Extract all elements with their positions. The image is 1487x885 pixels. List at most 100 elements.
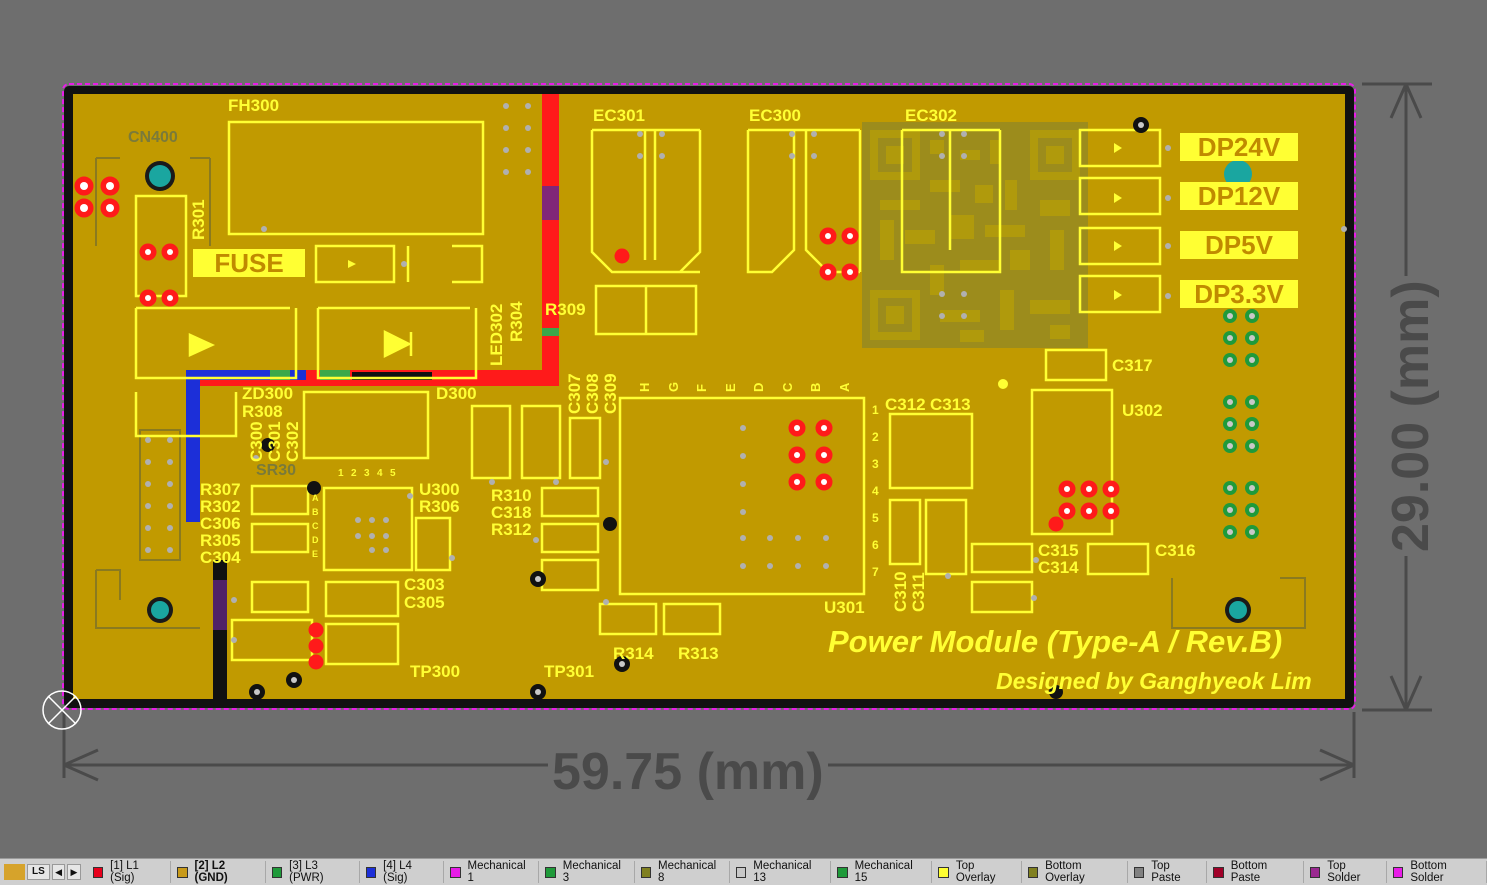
layer-tab-label: Mechanical 13 (753, 860, 812, 884)
label-r314: R314 (613, 644, 654, 663)
label-ec301: EC301 (593, 106, 645, 125)
label-r313: R313 (678, 644, 719, 663)
layer-color-swatch (735, 866, 747, 878)
pin-marker: B (312, 507, 319, 517)
pin-marker: H (637, 382, 652, 392)
layer-tab[interactable]: Bottom Paste (1207, 860, 1304, 884)
layer-tab-label: Mechanical 8 (658, 860, 717, 884)
label-c310: C310 (891, 571, 910, 612)
layer-tab[interactable]: Mechanical 13 (730, 860, 832, 884)
label-u300: U300 (419, 480, 460, 499)
fuse-badge: FUSE (193, 249, 305, 277)
pin-marker: F (694, 384, 709, 392)
pin-marker: D (312, 535, 319, 545)
label-r306: R306 (419, 497, 460, 516)
layer-color-swatch (365, 866, 377, 878)
badge-dp5v: DP5V (1180, 231, 1298, 259)
label-c304: C304 (200, 548, 241, 567)
pin-marker: C (312, 521, 319, 531)
pin-marker: B (808, 382, 823, 392)
label-cn400: CN400 (128, 129, 178, 146)
bottom-overlay (95, 157, 1306, 629)
pin-marker: 7 (872, 565, 879, 579)
label-c302: C302 (283, 421, 302, 462)
board-subtitle: Designed by Ganghyeok Lim (996, 668, 1312, 694)
label-led302: LED302 (487, 303, 506, 366)
layer-tab[interactable]: [1] L1 (Sig) (87, 860, 172, 884)
layer-tab-label: Mechanical 15 (854, 860, 913, 884)
badge-dp3-3v: DP3.3V (1180, 280, 1298, 308)
label-tp301: TP301 (544, 662, 595, 681)
layer-tab[interactable]: [3] L3 (PWR) (266, 860, 360, 884)
layer-color-swatch (1309, 866, 1321, 878)
label-ec300: EC300 (749, 106, 801, 125)
layer-tab-label: Mechanical 1 (467, 860, 526, 884)
label-c301: C301 (265, 421, 284, 462)
label-c317: C317 (1112, 356, 1153, 375)
layer-color-swatch (1027, 866, 1039, 878)
layer-tab[interactable]: Bottom Solder (1387, 860, 1487, 884)
pin-marker: D (751, 382, 766, 392)
layer-tab[interactable]: Mechanical 8 (635, 860, 730, 884)
layer-tab-label: Bottom Solder (1410, 860, 1447, 884)
width-dimension-label: 59.75 (mm) (548, 742, 828, 802)
layer-tab-label: Top Overlay (955, 860, 996, 884)
layer-tab-label: Mechanical 3 (562, 860, 621, 884)
pin-marker: 5 (872, 511, 879, 525)
pin-marker: A (312, 493, 319, 503)
layer-tab[interactable]: Mechanical 1 (444, 860, 540, 884)
pin-marker: E (722, 383, 738, 392)
layer-color-swatch (450, 866, 461, 878)
pin-marker: 5 (390, 468, 396, 479)
layer-color-swatch (92, 866, 104, 878)
label-c309: C309 (601, 373, 620, 414)
layer-color-swatch (938, 866, 949, 878)
pin-marker: 4 (377, 468, 383, 479)
label-r305: R305 (200, 531, 241, 550)
layer-tab[interactable]: [4] L4 (Sig) (360, 860, 445, 884)
label-c303: C303 (404, 575, 445, 594)
gnd-plane (73, 94, 1345, 699)
pin-marker: A (836, 382, 852, 392)
layer-tab[interactable]: Mechanical 3 (539, 860, 635, 884)
scroll-right-icon[interactable]: ▶ (67, 864, 81, 880)
label-c314: C314 (1038, 558, 1079, 577)
badge-dp12v: DP12V (1180, 182, 1298, 210)
label-r307: R307 (200, 480, 241, 499)
layer-tab[interactable]: [2] L2 (GND) (171, 860, 266, 884)
pin-marker: G (665, 381, 681, 392)
layer-tab[interactable]: Mechanical 15 (831, 860, 933, 884)
pcb-canvas[interactable] (0, 0, 1487, 858)
layer-tab[interactable]: Bottom Overlay (1022, 860, 1128, 884)
label-r308: R308 (242, 402, 283, 421)
dp-led-symbols (348, 143, 1122, 300)
pin-marker: 4 (872, 484, 879, 498)
layer-tab[interactable]: Top Paste (1128, 860, 1208, 884)
label-fh300: FH300 (228, 96, 280, 115)
scroll-left-icon[interactable]: ◀ (51, 864, 66, 880)
label-c306: C306 (200, 514, 241, 533)
layer-tab[interactable]: Top Overlay (932, 860, 1022, 884)
layer-tab-label: Bottom Paste (1230, 860, 1268, 884)
layer-tab-label: [2] L2 (GND) (194, 860, 228, 884)
pin-marker: 3 (872, 457, 879, 471)
label-c316: C316 (1155, 541, 1196, 560)
layer-tab-bar: LS ◀ ▶ [1] L1 (Sig) [2] L2 (GND) [3] L3 (P… (0, 858, 1487, 885)
label-ec302: EC302 (905, 106, 957, 125)
silkscreen-outlines (134, 120, 1162, 666)
layer-set-button[interactable]: LS (27, 864, 50, 880)
label-r302: R302 (200, 497, 241, 516)
layer-color-swatch (837, 866, 848, 878)
board-outline (62, 83, 1356, 710)
l4-traces (186, 370, 432, 700)
label-zd300: ZD300 (242, 384, 294, 403)
label-r310: R310 (491, 486, 532, 505)
layer-tab-label: [1] L1 (Sig) (110, 860, 139, 884)
pin-marker: 2 (351, 468, 357, 479)
label-c312: C312 (885, 395, 926, 414)
layer-tab[interactable]: Top Solder (1304, 860, 1387, 884)
qr-code (862, 122, 1088, 348)
layer-tab-label: Bottom Overlay (1045, 860, 1085, 884)
layer-color-swatch (1133, 866, 1145, 878)
pin-marker: 1 (338, 468, 344, 479)
